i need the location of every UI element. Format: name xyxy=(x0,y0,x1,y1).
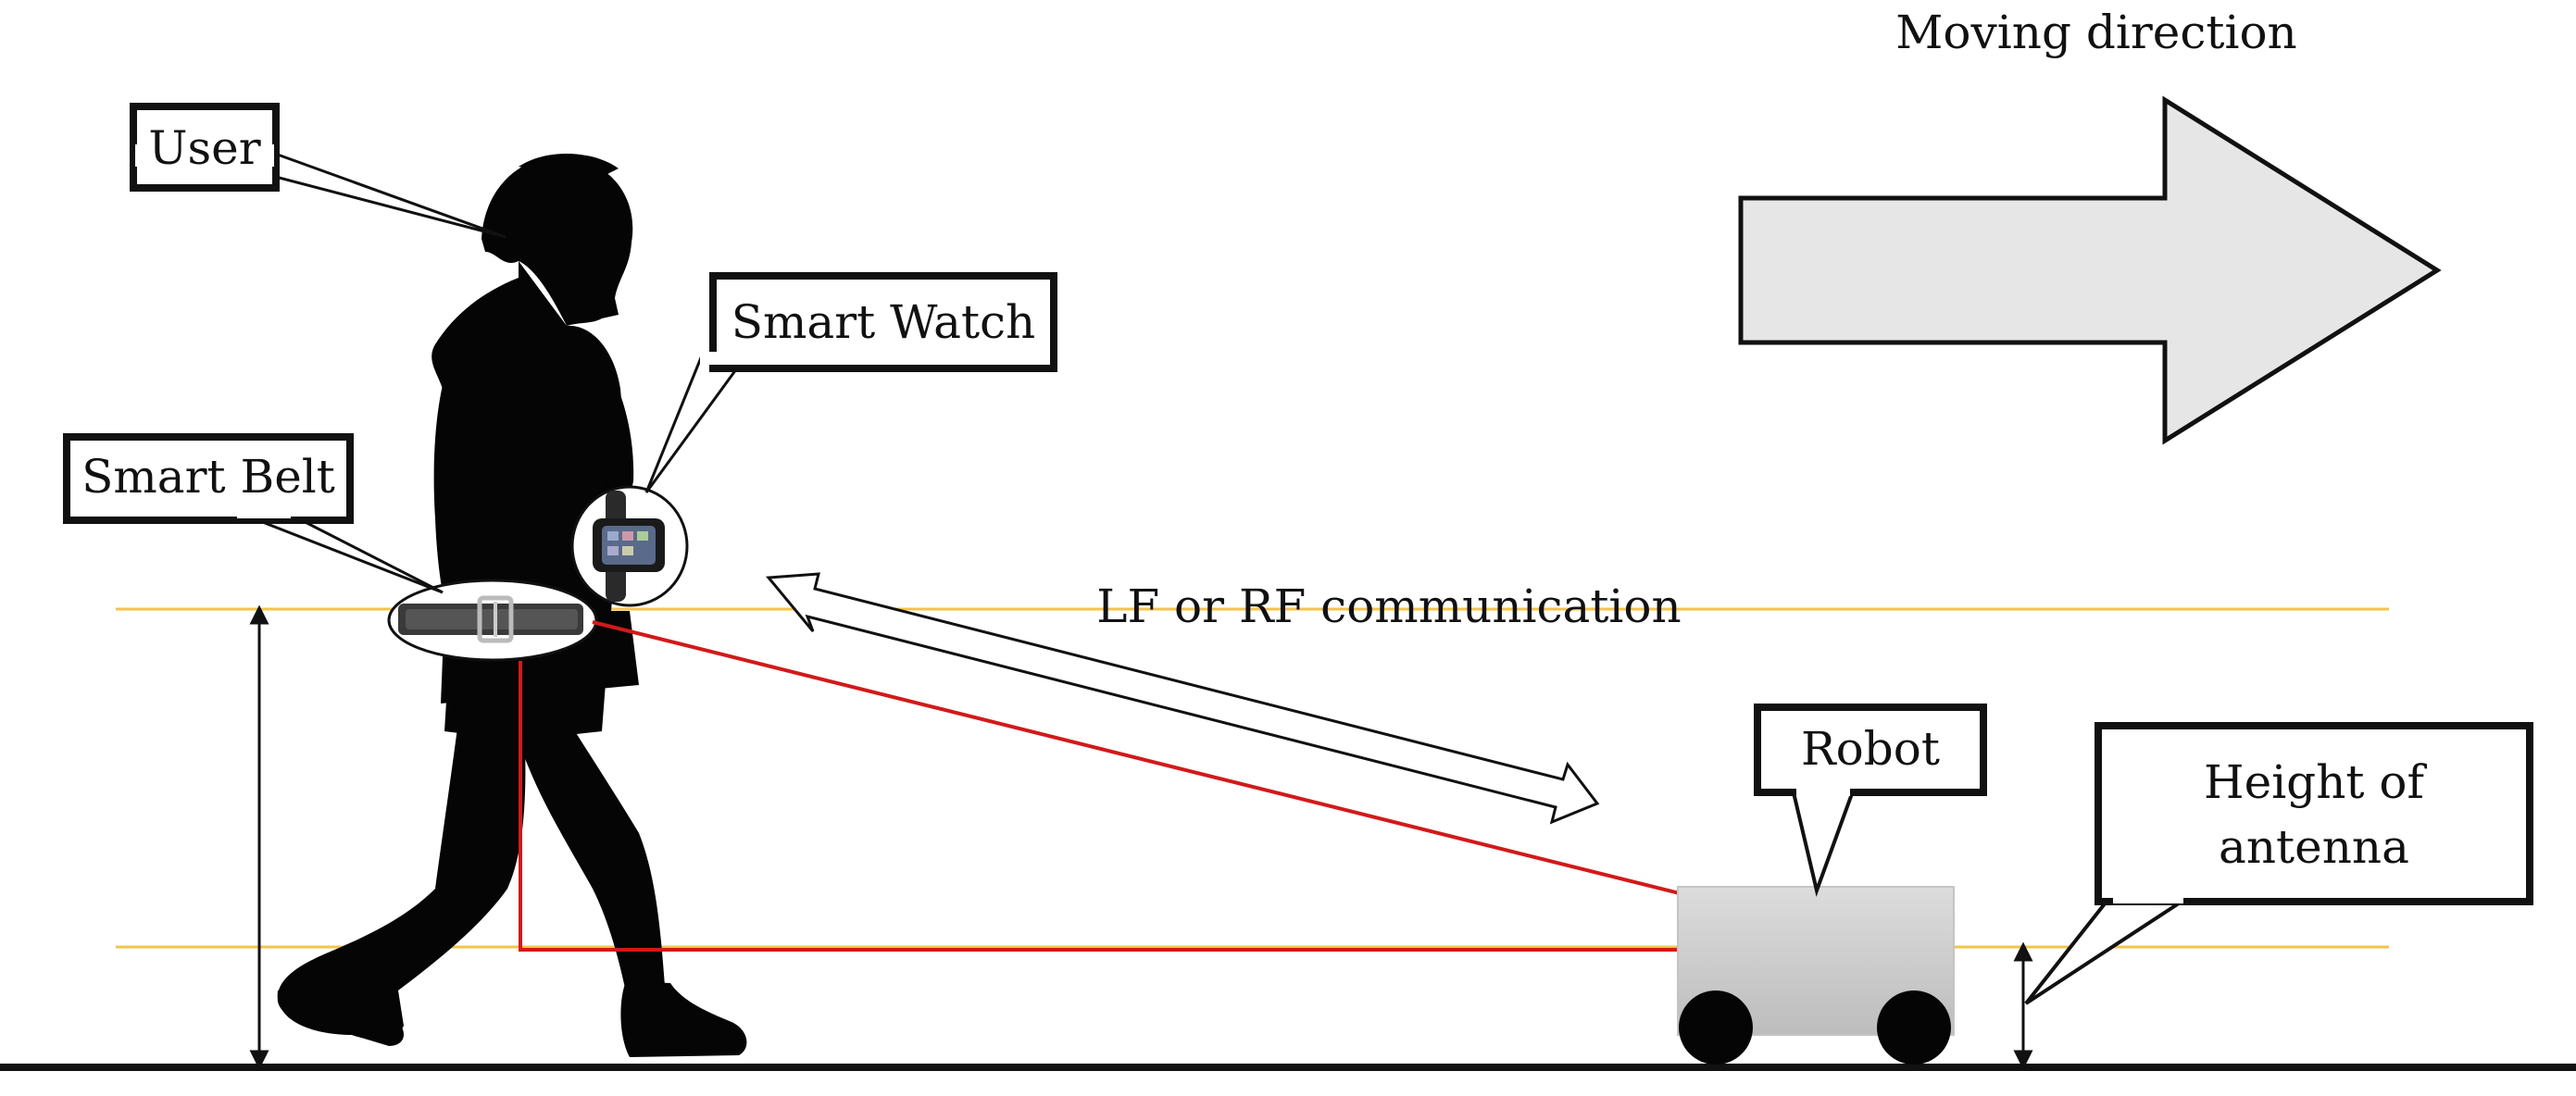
antenna-label-line1: Height of xyxy=(2204,755,2427,809)
robot-wheel-right xyxy=(1877,990,1951,1065)
smart-watch-label: Smart Watch xyxy=(732,295,1036,349)
communication-double-arrow xyxy=(765,572,1600,825)
smart-belt-inset xyxy=(387,579,598,662)
robot-callout: Robot xyxy=(1754,704,1987,897)
smart-watch-inset xyxy=(570,485,689,607)
antenna-callout: Height of antenna xyxy=(2024,722,2533,1005)
robot xyxy=(1677,886,1955,1065)
smart-watch-callout: Smart Watch xyxy=(644,272,1057,493)
robot-label: Robot xyxy=(1801,722,1940,776)
user-label: User xyxy=(148,121,260,175)
communication-label: LF or RF communication xyxy=(1096,579,1681,633)
antenna-label-line2: antenna xyxy=(2219,820,2409,874)
smart-belt-callout: Smart Belt xyxy=(63,433,444,594)
moving-direction-label: Moving direction xyxy=(1895,6,2297,59)
user-callout: User xyxy=(130,103,506,239)
robot-wheel-left xyxy=(1679,990,1753,1065)
moving-direction-arrow xyxy=(1738,95,2442,445)
smart-belt-label: Smart Belt xyxy=(81,450,335,504)
